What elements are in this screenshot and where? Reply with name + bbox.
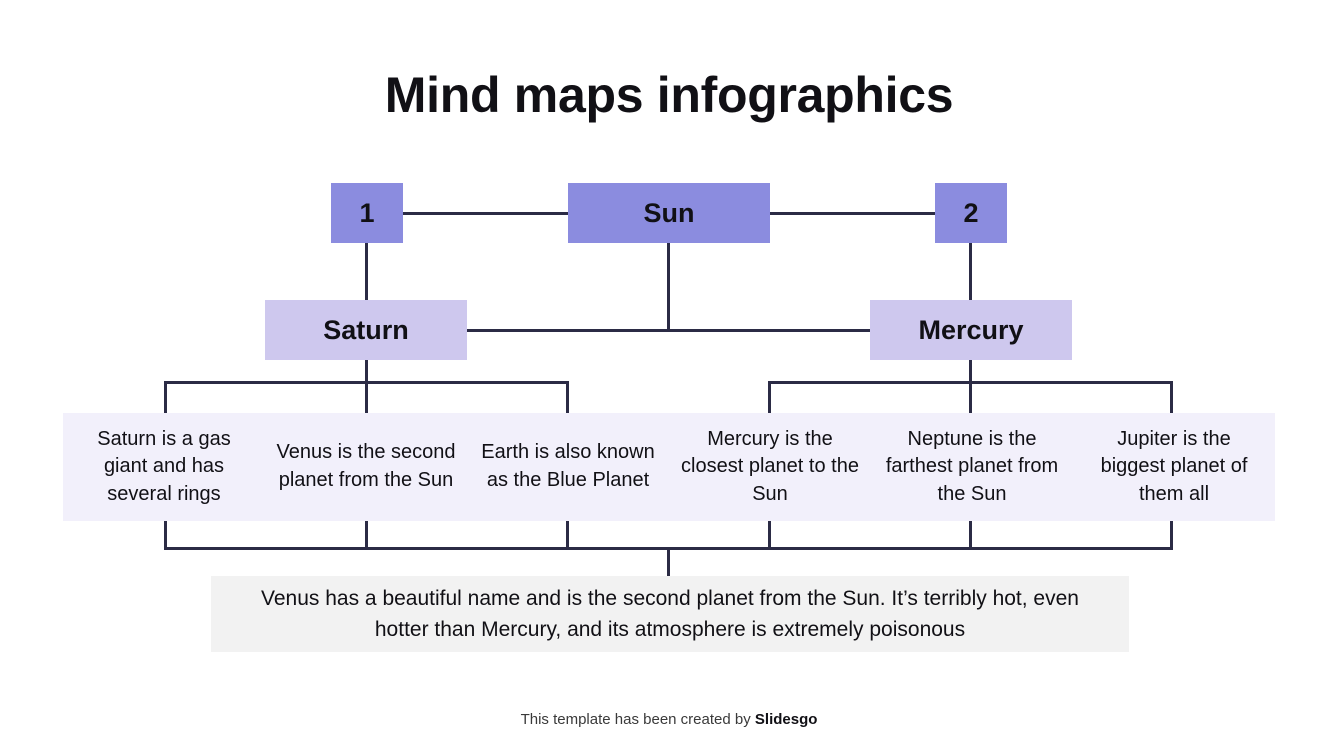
connector-bottom-drop-6 xyxy=(1170,521,1173,550)
footer-prefix: This template has been created by xyxy=(520,711,755,728)
detail-card[interactable]: Earth is also known as the Blue Planet xyxy=(467,413,669,521)
connector-left-bracket-drop-3 xyxy=(566,381,569,413)
connector-summary-stem xyxy=(667,547,670,576)
connector-bottom-drop-1 xyxy=(164,521,167,550)
connector-bottom-drop-2 xyxy=(365,521,368,550)
detail-card[interactable]: Neptune is the farthest planet from the … xyxy=(871,413,1073,521)
node-branch-saturn[interactable]: Saturn xyxy=(265,300,467,360)
detail-card[interactable]: Saturn is a gas giant and has several ri… xyxy=(63,413,265,521)
connector-sun-to-two xyxy=(770,212,935,215)
detail-card[interactable]: Jupiter is the biggest planet of them al… xyxy=(1073,413,1275,521)
connector-two-to-mercury xyxy=(969,243,972,300)
node-left-number[interactable]: 1 xyxy=(331,183,403,243)
connector-saturn-stem xyxy=(365,360,368,384)
connector-right-bracket-drop-2 xyxy=(969,381,972,413)
summary-box[interactable]: Venus has a beautiful name and is the se… xyxy=(211,576,1129,652)
footer-credit: This template has been created by Slides… xyxy=(0,711,1338,728)
connector-sun-down xyxy=(667,243,670,330)
connector-bottom-drop-5 xyxy=(969,521,972,550)
connector-left-bracket-drop-1 xyxy=(164,381,167,413)
connector-saturn-to-mercury xyxy=(467,329,870,332)
connector-mercury-stem xyxy=(969,360,972,384)
detail-card[interactable]: Mercury is the closest planet to the Sun xyxy=(669,413,871,521)
connector-one-to-saturn xyxy=(365,243,368,300)
node-center-sun[interactable]: Sun xyxy=(568,183,770,243)
connector-bottom-drop-3 xyxy=(566,521,569,550)
connector-left-bracket-drop-2 xyxy=(365,381,368,413)
node-branch-mercury[interactable]: Mercury xyxy=(870,300,1072,360)
node-right-number[interactable]: 2 xyxy=(935,183,1007,243)
connector-one-to-sun xyxy=(403,212,568,215)
connector-bottom-drop-4 xyxy=(768,521,771,550)
footer-brand[interactable]: Slidesgo xyxy=(754,711,818,728)
page-title: Mind maps infographics xyxy=(384,67,954,123)
connector-right-bracket-drop-1 xyxy=(768,381,771,413)
connector-right-bracket-drop-3 xyxy=(1170,381,1173,413)
detail-card[interactable]: Venus is the second planet from the Sun xyxy=(265,413,467,521)
